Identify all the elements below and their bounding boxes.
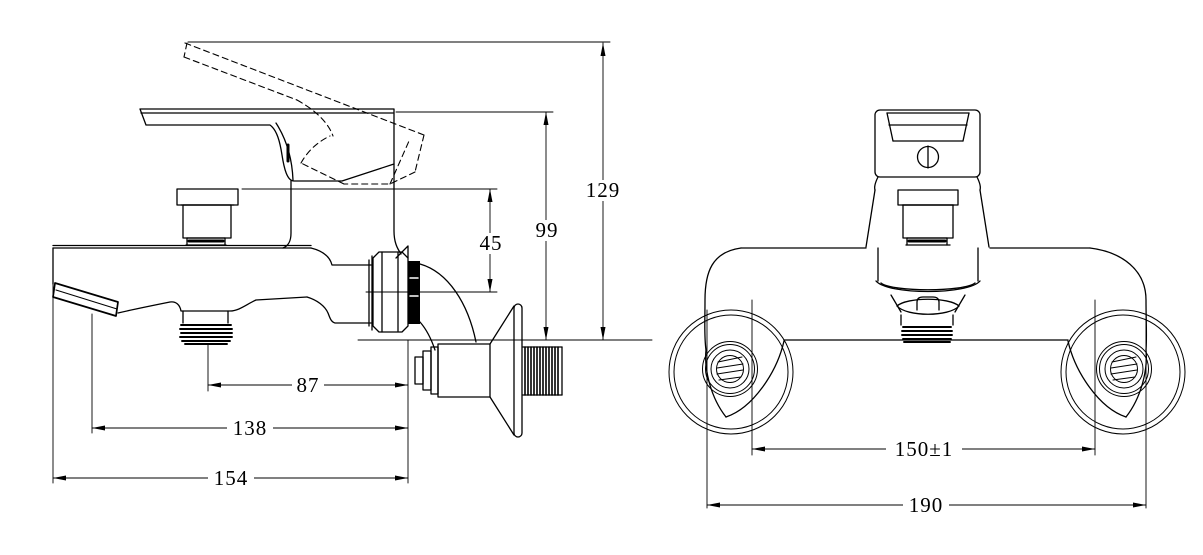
dim-label-handle-height: 99 [536, 218, 559, 242]
shower-outlet-side [179, 310, 233, 345]
handle-front [865, 109, 990, 248]
side-extension-lines [52, 41, 653, 484]
side-view: 129 99 45 87 138 154 [52, 41, 653, 490]
shower-outlet-front [875, 247, 981, 343]
spout-body [52, 244, 373, 331]
body-front [704, 247, 1148, 418]
wall-escutcheons [668, 309, 1186, 435]
dim-label-aerator-to-wall: 138 [233, 416, 268, 440]
front-label-masks [886, 439, 962, 516]
side-label-masks [208, 180, 625, 488]
seal-washer [408, 261, 420, 324]
dim-label-overall-width: 190 [909, 493, 944, 517]
diverter-knob-side [176, 188, 239, 246]
dim-label-inlet-spacing: 150±1 [895, 437, 954, 461]
dim-label-overall-height: 129 [586, 178, 621, 202]
cartridge-skirt-left [865, 189, 876, 248]
handle-raised-phantom [183, 42, 425, 185]
front-extension-lines [706, 299, 1147, 509]
side-dimension-lines [52, 42, 604, 479]
side-dimension-arrows [53, 43, 606, 481]
diverter-knob-front [897, 189, 959, 246]
dim-label-spout-reach: 154 [214, 466, 249, 490]
dim-label-shower-outlet-to-wall: 87 [297, 373, 320, 397]
cartridge-skirt-right [979, 189, 990, 248]
handle-side [139, 108, 402, 255]
front-dimension-arrows [707, 446, 1146, 508]
front-view: 150±1 190 [668, 109, 1186, 517]
dim-label-diverter-height: 45 [480, 231, 503, 255]
aerator [52, 282, 119, 317]
inlet-nut [372, 245, 409, 333]
inlet-nut-front-left [702, 341, 758, 397]
pipe-threads [524, 346, 559, 396]
wall-union-side [414, 263, 563, 438]
inlet-nut-front-right [1096, 341, 1152, 397]
